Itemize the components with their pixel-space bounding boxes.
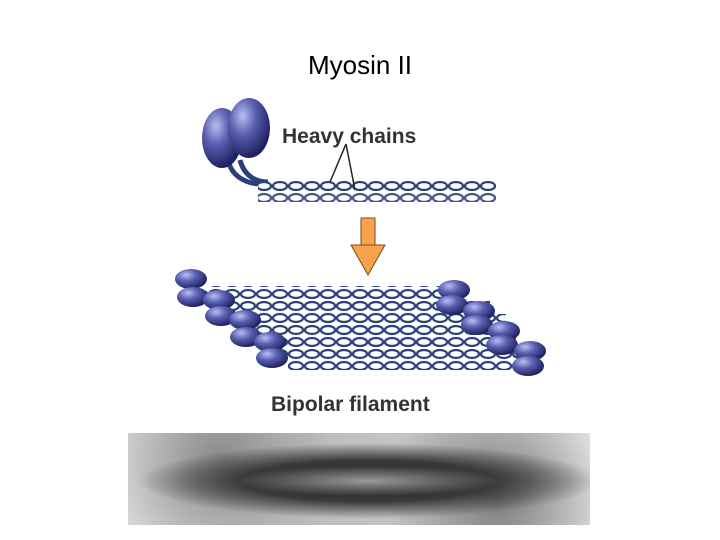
bipolar-filament-label: Bipolar filament	[271, 393, 430, 416]
slide-title: Myosin II	[307, 50, 413, 80]
down-arrow-icon	[350, 217, 386, 277]
myosin-heads-right	[436, 280, 546, 376]
pointer-line	[329, 143, 347, 183]
myosin-head	[228, 98, 270, 158]
electron-micrograph-image	[128, 433, 590, 525]
heavy-chain-tail	[258, 179, 496, 202]
pointer-line	[345, 143, 356, 191]
myosin-molecule	[202, 98, 496, 202]
heavy-chains-label: Heavy chains	[282, 125, 416, 148]
bipolar-filament	[175, 269, 546, 376]
myosin-heads-left	[175, 269, 288, 368]
